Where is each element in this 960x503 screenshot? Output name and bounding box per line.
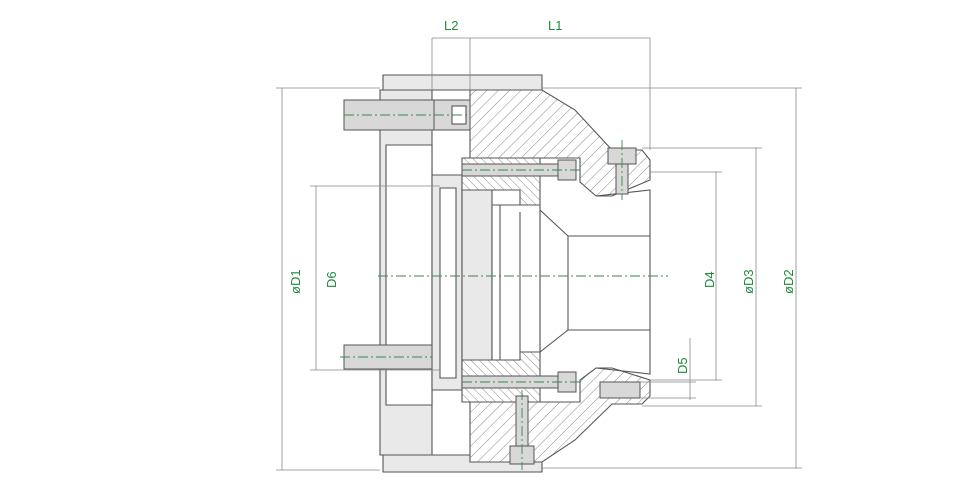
label-d5: D5 [675, 357, 690, 374]
label-d3: øD3 [741, 269, 756, 294]
label-l1: L1 [548, 18, 562, 33]
label-d6: D6 [324, 271, 339, 288]
dimension-lines [276, 37, 802, 471]
inner-bore [539, 189, 651, 375]
centerlines [340, 114, 668, 470]
label-d2: øD2 [781, 269, 796, 294]
label-l2: L2 [444, 18, 458, 33]
lower-right-screw [599, 381, 641, 399]
label-d1: øD1 [288, 269, 303, 294]
label-d4: D4 [702, 271, 717, 288]
upper-housing-section [469, 89, 651, 197]
